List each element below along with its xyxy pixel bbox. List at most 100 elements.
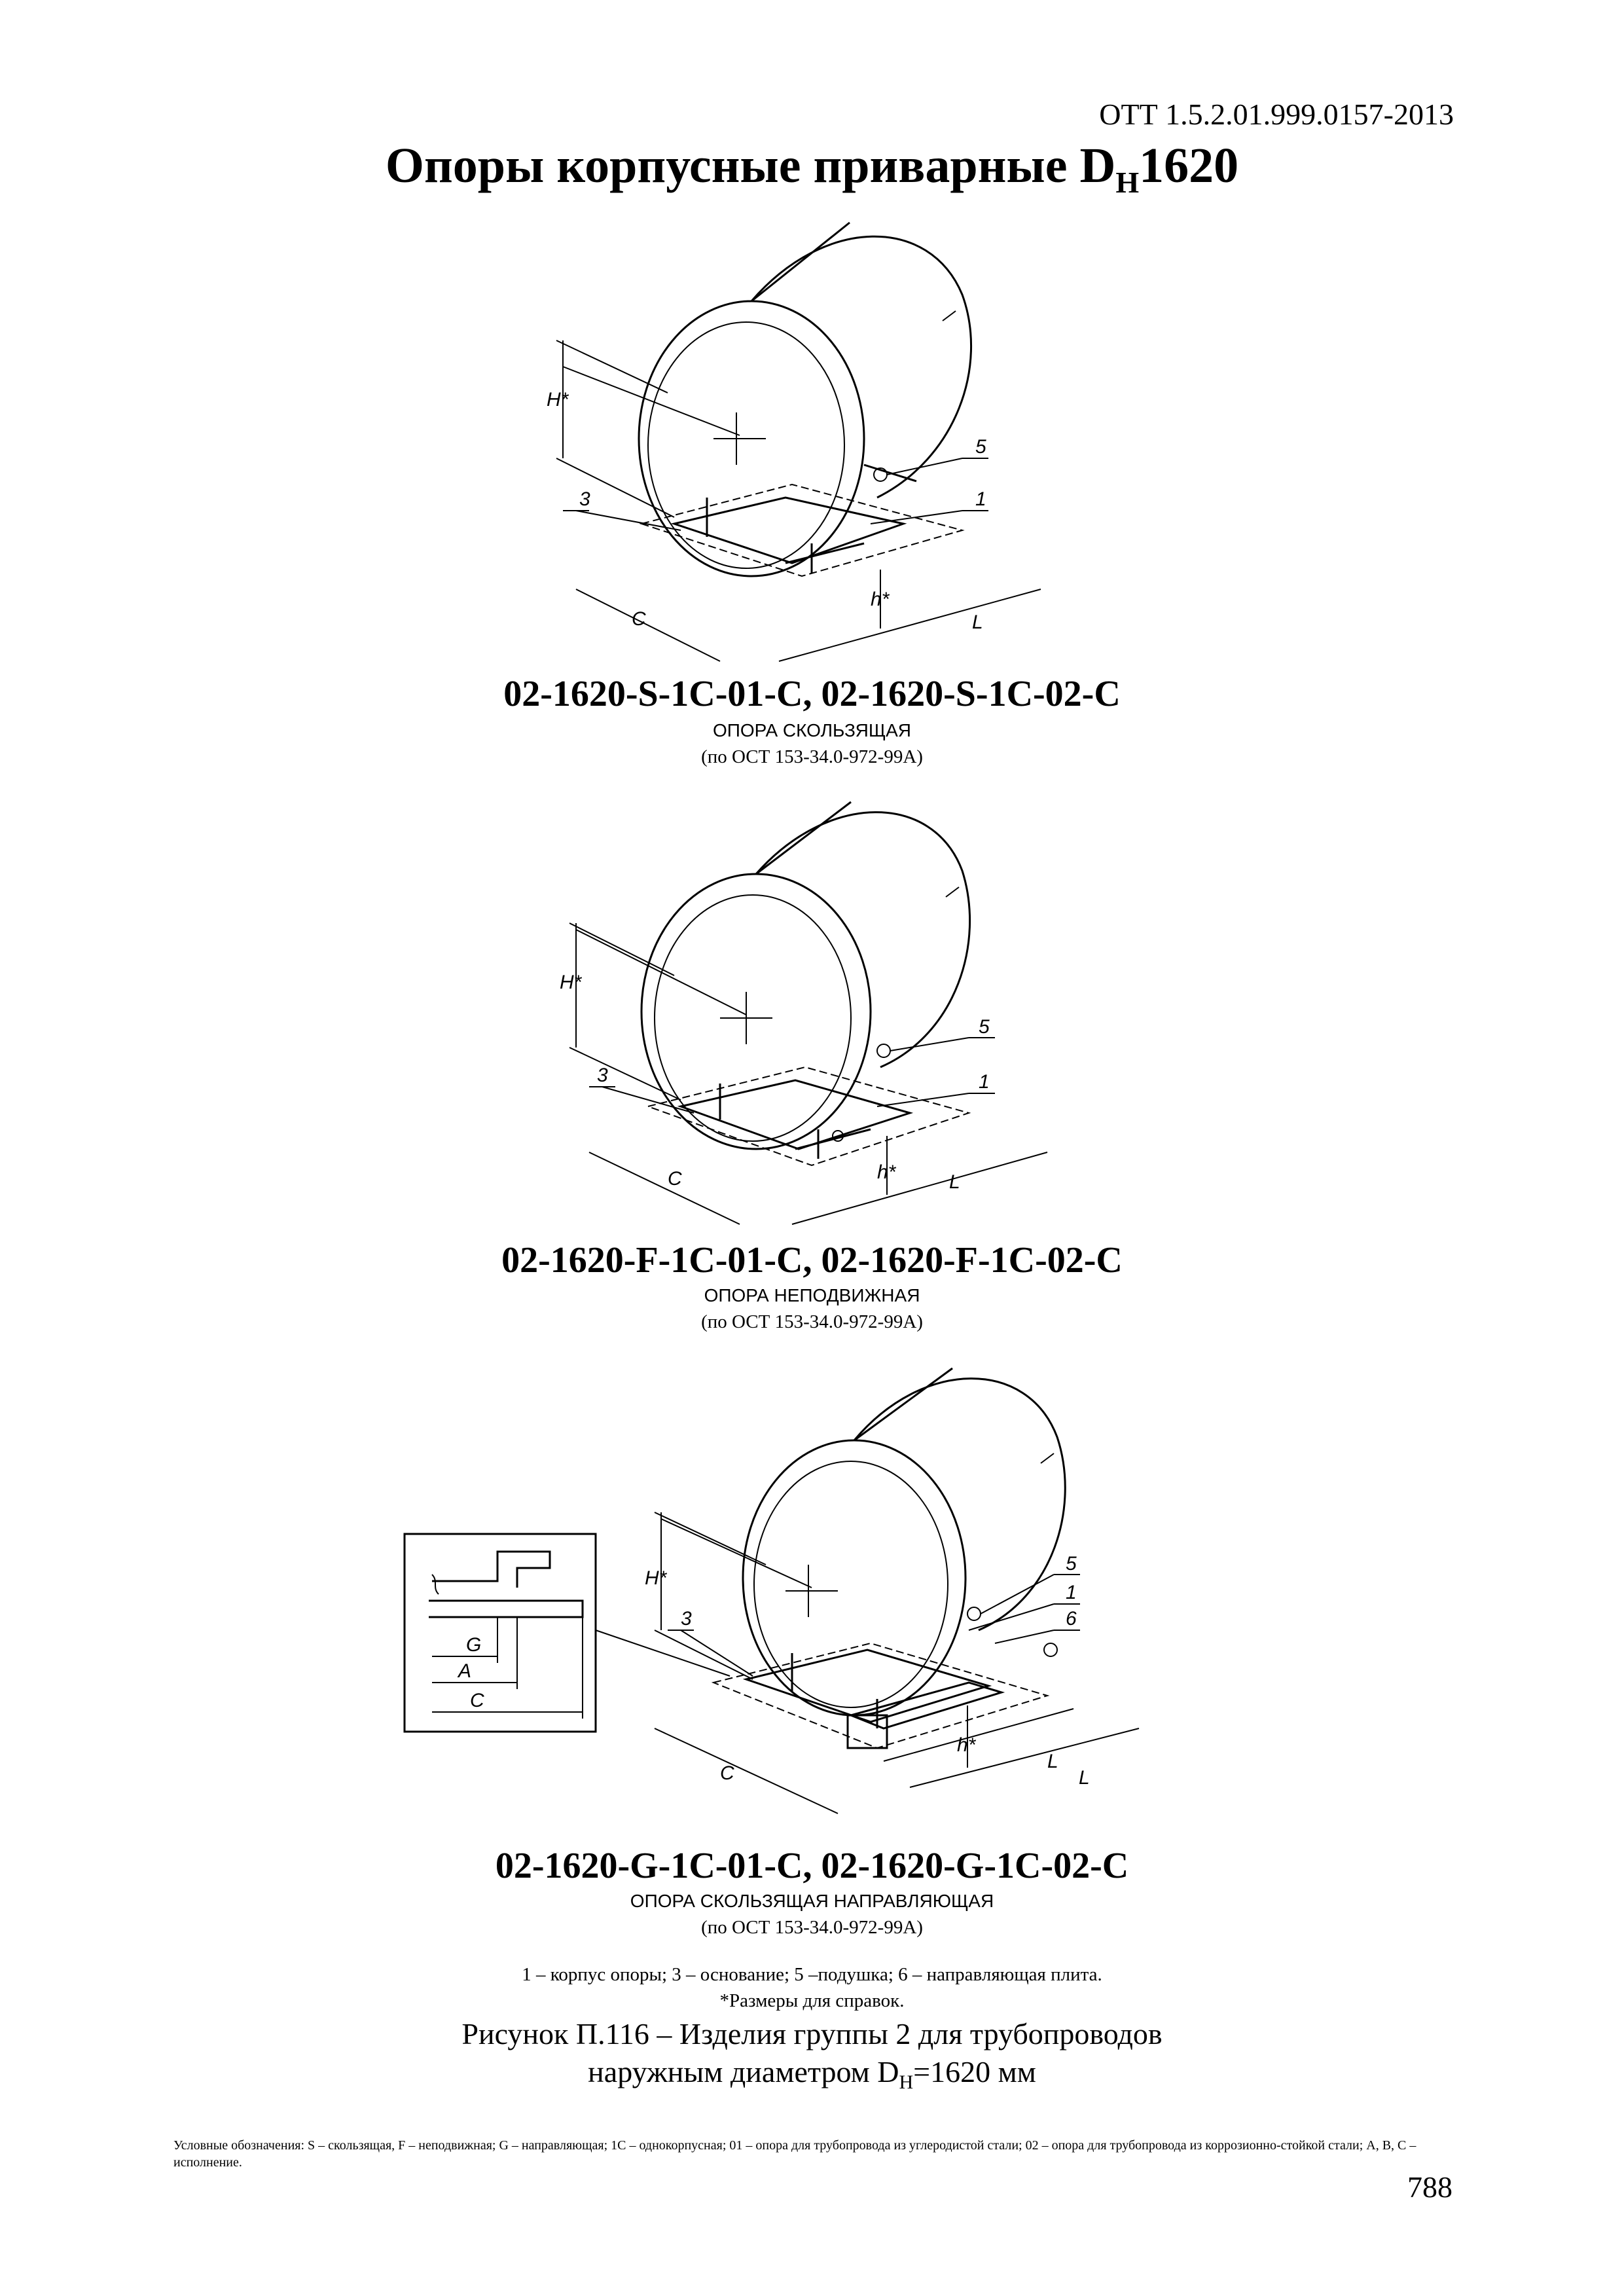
figure-title-end: =1620 мм: [913, 2055, 1036, 2088]
label-1: 1: [979, 1071, 990, 1093]
center-axis: [575, 929, 747, 1015]
pipe-bottom-edge: [863, 464, 917, 483]
dim-C-line: [588, 1152, 740, 1225]
guide-marker: [1043, 1643, 1058, 1657]
detail-guide-profile: [432, 1550, 551, 1588]
figure-title-subscript: Н: [899, 2071, 914, 2094]
leader-5: [980, 1574, 1055, 1614]
leader-3: [602, 1086, 695, 1114]
label-L: L: [949, 1171, 960, 1193]
dim-H-ext-bottom: [556, 458, 675, 518]
pipe-back-rim: [755, 811, 971, 1068]
label-6: 6: [1066, 1608, 1077, 1630]
dim-C-line: [575, 589, 721, 662]
base-plate: [677, 1079, 914, 1150]
title-subscript: Н: [1115, 166, 1140, 200]
dim-H-ext-top: [556, 340, 668, 393]
label-h: h*: [957, 1734, 977, 1756]
label-C: C: [720, 1762, 734, 1784]
label-3: 3: [597, 1065, 608, 1086]
label-1: 1: [1066, 1582, 1077, 1603]
base-plate-outline: [711, 1642, 1050, 1749]
dim-L2-line: [909, 1728, 1140, 1788]
figure-1-name: ОПОРА СКОЛЬЗЯЩАЯ: [712, 720, 912, 740]
document-code: ОТТ 1.5.2.01.999.0157-2013: [1099, 98, 1454, 131]
figure-3-dimensions: [654, 1512, 1140, 1814]
dim-H-ext-top: [569, 922, 675, 976]
pipe-inner-rim: [654, 894, 852, 1142]
pipe-inner-rim: [753, 1461, 948, 1708]
pipe-inner-rim: [647, 321, 845, 569]
base-plate-outline: [639, 483, 965, 577]
label-C2: C: [470, 1690, 484, 1711]
label-5: 5: [1066, 1553, 1077, 1575]
page-number: 788: [1407, 2170, 1453, 2204]
figure-2-name: ОПОРА НЕПОДВИЖНАЯ: [704, 1285, 920, 1305]
leader-6: [994, 1630, 1055, 1644]
title-end: 1620: [1139, 138, 1239, 193]
label-H: H*: [547, 389, 569, 410]
label-3: 3: [579, 488, 590, 510]
pipe-axis-tick: [942, 310, 956, 321]
pipe-top-edge: [751, 221, 850, 302]
rib-front: [795, 1128, 871, 1150]
pipe-front-rim: [742, 1439, 967, 1717]
figure-2-code: 02-1620-F-1C-01-C, 02-1620-F-1C-02-C: [501, 1240, 1123, 1281]
label-5: 5: [979, 1016, 990, 1038]
label-H: H*: [645, 1567, 668, 1589]
rib-front: [785, 542, 865, 564]
detail-plate: [429, 1599, 584, 1618]
label-C: C: [668, 1168, 682, 1190]
dim-L-line: [791, 1152, 1048, 1225]
center-axis: [562, 366, 740, 436]
page-title: Опоры корпусные приварные DН1620: [0, 137, 1624, 200]
leader-3: [680, 1630, 753, 1677]
label-L2: L: [1079, 1767, 1090, 1789]
leader-3: [575, 510, 681, 531]
figure-2-support: [645, 1044, 971, 1167]
guide-plate: [848, 1681, 1005, 1730]
figure-1-support: [639, 467, 965, 577]
pipe-top-edge: [755, 801, 852, 875]
dim-H-ext-bottom: [569, 1047, 681, 1101]
label-1: 1: [975, 488, 986, 510]
dim-H-ext-bottom: [654, 1630, 753, 1680]
legend-line-2: *Размеры для справок.: [719, 1990, 905, 2011]
pad-marker: [967, 1607, 981, 1621]
base-plate-outline: [645, 1066, 971, 1167]
dim-L-line: [778, 589, 1041, 662]
detail-break: [431, 1574, 439, 1595]
detail-frame: [403, 1533, 597, 1733]
figure-3-support: [711, 1607, 1058, 1749]
label-L: L: [1047, 1751, 1058, 1772]
figure-title-text: наружным диаметром D: [588, 2055, 899, 2088]
label-H: H*: [560, 972, 583, 993]
base-plate: [670, 496, 907, 564]
leader-1: [876, 1093, 969, 1107]
figure-1-dimensions: [556, 340, 1041, 662]
label-G: G: [466, 1634, 481, 1656]
label-3: 3: [681, 1608, 692, 1630]
figure-title-line-2: наружным диаметром DН=1620 мм: [0, 2053, 1624, 2102]
label-C: C: [632, 608, 646, 630]
label-h: h*: [877, 1161, 897, 1183]
figure-2-dimensions: [569, 922, 1048, 1225]
dim-L1-line: [883, 1708, 1074, 1762]
label-L: L: [972, 611, 983, 633]
figure-1-standard: (по ОСТ 153-34.0-972-99А): [701, 746, 923, 767]
footnote: Условные обозначения: S – скользящая, F …: [173, 2138, 1416, 2170]
pipe-axis-tick: [945, 886, 960, 898]
weld-marker: [832, 1130, 844, 1142]
leader-5: [886, 458, 963, 475]
center-axis: [660, 1518, 812, 1588]
leader-5: [890, 1037, 969, 1051]
pipe-back-rim: [750, 235, 972, 499]
figure-3-code: 02-1620-G-1C-01-C, 02-1620-G-1C-02-C: [495, 1846, 1129, 1886]
legend-line-1: 1 – корпус опоры; 3 – основание; 5 –поду…: [522, 1964, 1102, 1985]
figure-1-pipe: [562, 221, 972, 577]
pipe-top-edge: [854, 1367, 953, 1442]
base-plate: [742, 1649, 992, 1723]
